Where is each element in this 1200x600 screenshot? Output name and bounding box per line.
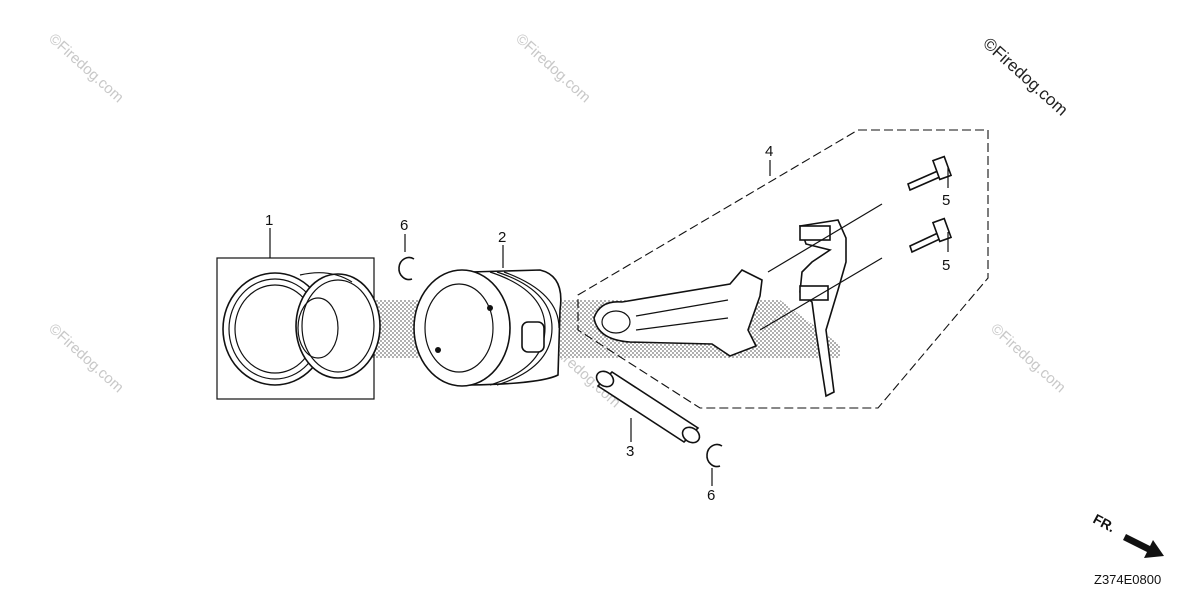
callout-3: 3 xyxy=(626,443,634,460)
connecting-rod-bolts xyxy=(907,155,953,254)
watermark-top-right: ©Firedog.com xyxy=(979,34,1071,120)
watermark-mid-left: ©Firedog.com xyxy=(45,320,127,396)
piston-pin xyxy=(595,370,701,444)
piston-pin-clip-lower xyxy=(706,443,723,486)
piston-pin-clip-upper xyxy=(398,234,415,281)
callout-2: 2 xyxy=(498,229,506,246)
piston-ring-set xyxy=(216,228,381,400)
callout-4: 4 xyxy=(765,143,773,160)
connecting-rod-assembly xyxy=(577,129,989,409)
callout-5-lower: 5 xyxy=(942,257,950,274)
diagram-code: Z374E0800 xyxy=(1094,572,1161,587)
front-arrow-icon xyxy=(1123,534,1164,558)
bolt-lower xyxy=(909,217,953,254)
callout-6-upper: 6 xyxy=(400,217,408,234)
callout-6-lower: 6 xyxy=(707,487,715,504)
bolt-upper xyxy=(907,155,953,192)
rod-assembly-boundary xyxy=(577,129,989,409)
front-label: FR. xyxy=(1091,511,1118,536)
watermark-top-left: ©Firedog.com xyxy=(45,30,127,106)
callout-labels: 1 2 3 4 5 5 6 6 xyxy=(265,143,950,504)
piston xyxy=(413,245,562,387)
front-direction-indicator: FR. xyxy=(1091,511,1164,558)
callout-1: 1 xyxy=(265,212,273,229)
watermark-mid-right: ©Firedog.com xyxy=(987,320,1069,396)
watermark-top-center: ©Firedog.com xyxy=(512,30,594,106)
callout-5-upper: 5 xyxy=(942,192,950,209)
